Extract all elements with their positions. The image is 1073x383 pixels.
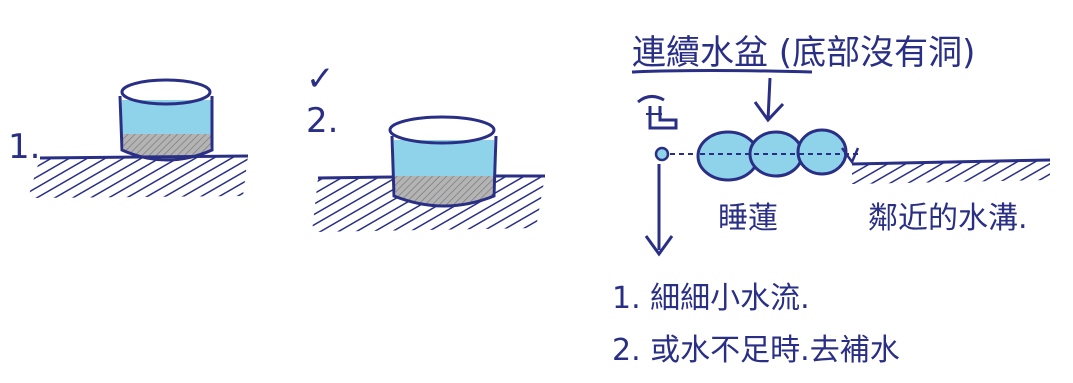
checkmark: ✓ (306, 59, 335, 99)
sketch-2-pot (388, 115, 498, 208)
pot-1-water (122, 100, 212, 134)
sketch-2-label: 2. (306, 101, 338, 141)
ground-2-line (317, 174, 545, 180)
drain-hatching (852, 160, 1050, 184)
pot-1-rim (120, 78, 212, 106)
ground-1-hatching (28, 156, 248, 198)
pot-2-rim (388, 115, 496, 145)
diagram-title: 連續水盆 (底部沒有洞) (632, 33, 975, 73)
title-underline (631, 69, 813, 74)
arrow-down-from-faucet (644, 164, 674, 257)
bowl-3 (796, 128, 848, 176)
drain-line (851, 158, 1051, 166)
ground-1-line (39, 154, 249, 160)
faucet-icon (637, 95, 678, 130)
pot-2-soil (394, 176, 494, 205)
sketch-2: ✓ 2. (306, 59, 545, 232)
pot-2-water (394, 140, 494, 176)
connected-bowls (696, 128, 858, 182)
water-bowl-diagram: 連續水盆 (底部沒有洞) 睡蓮 鄰近的水溝. 1. 細細小水流. 2. 或水不足… (612, 33, 1051, 368)
lotus-label: 睡蓮 (718, 201, 778, 236)
note-2: 2. 或水不足時.去補水 (612, 333, 900, 368)
water-drop-icon (654, 146, 670, 162)
overflow-icon (840, 147, 860, 165)
pot-2-outline (390, 135, 498, 208)
sketch-1-label: 1. (8, 127, 40, 167)
sketch-1: 1. (8, 78, 249, 198)
drain-label: 鄰近的水溝. (868, 201, 1028, 236)
note-1: 1. 細細小水流. (612, 281, 810, 316)
sketch-1-pot (118, 78, 214, 162)
arrow-to-bowls (753, 77, 785, 123)
pot-1-soil (122, 134, 212, 159)
